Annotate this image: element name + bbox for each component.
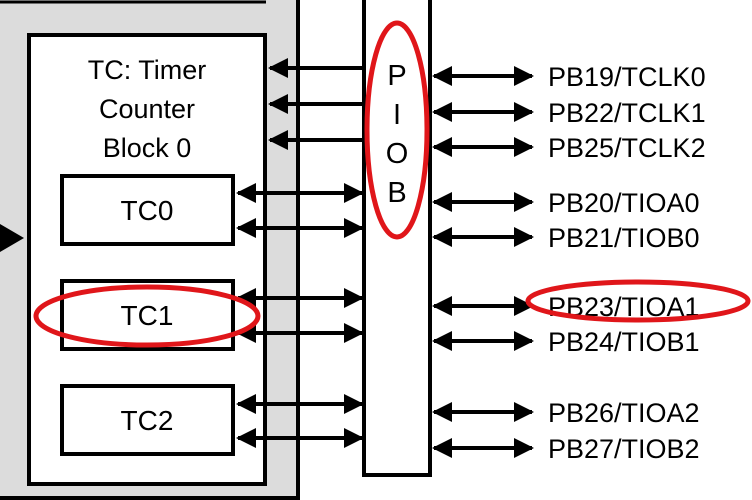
tc2-label: TC2 [121,405,174,436]
tc1-label: TC1 [121,300,174,331]
block-title-line-1: TC: Timer [88,55,207,85]
piob-letter-o: O [386,138,409,170]
panel-bottom-border [0,496,298,500]
pin-label-pb19: PB19/TCLK0 [548,62,706,92]
pin-label-pb20: PB20/TIOA0 [548,188,700,218]
tc2-box [60,384,235,456]
pin-label-pb27: PB27/TIOB2 [548,434,700,464]
block-title-line-2: Counter [99,94,195,124]
tc0-box [60,174,235,246]
pin-label-pb21: PB21/TIOB0 [548,223,700,253]
pin-label-pb22: PB22/TCLK1 [548,98,706,128]
piob-letter-p: P [387,60,406,92]
piob-highlight [364,20,430,240]
pb23-highlight [525,279,751,323]
pin-label-pb26: PB26/TIOA2 [548,398,700,428]
tc1-highlight [33,284,261,348]
piob-letter-b: B [387,177,406,209]
pin-label-pb25: PB25/TCLK2 [548,133,706,163]
block-title-line-3: Block 0 [103,133,192,163]
tc0-label: TC0 [121,195,174,226]
piob-letter-i: I [393,99,401,131]
pin-label-pb24: PB24/TIOB1 [548,327,700,357]
input-arrow-icon [0,224,24,252]
